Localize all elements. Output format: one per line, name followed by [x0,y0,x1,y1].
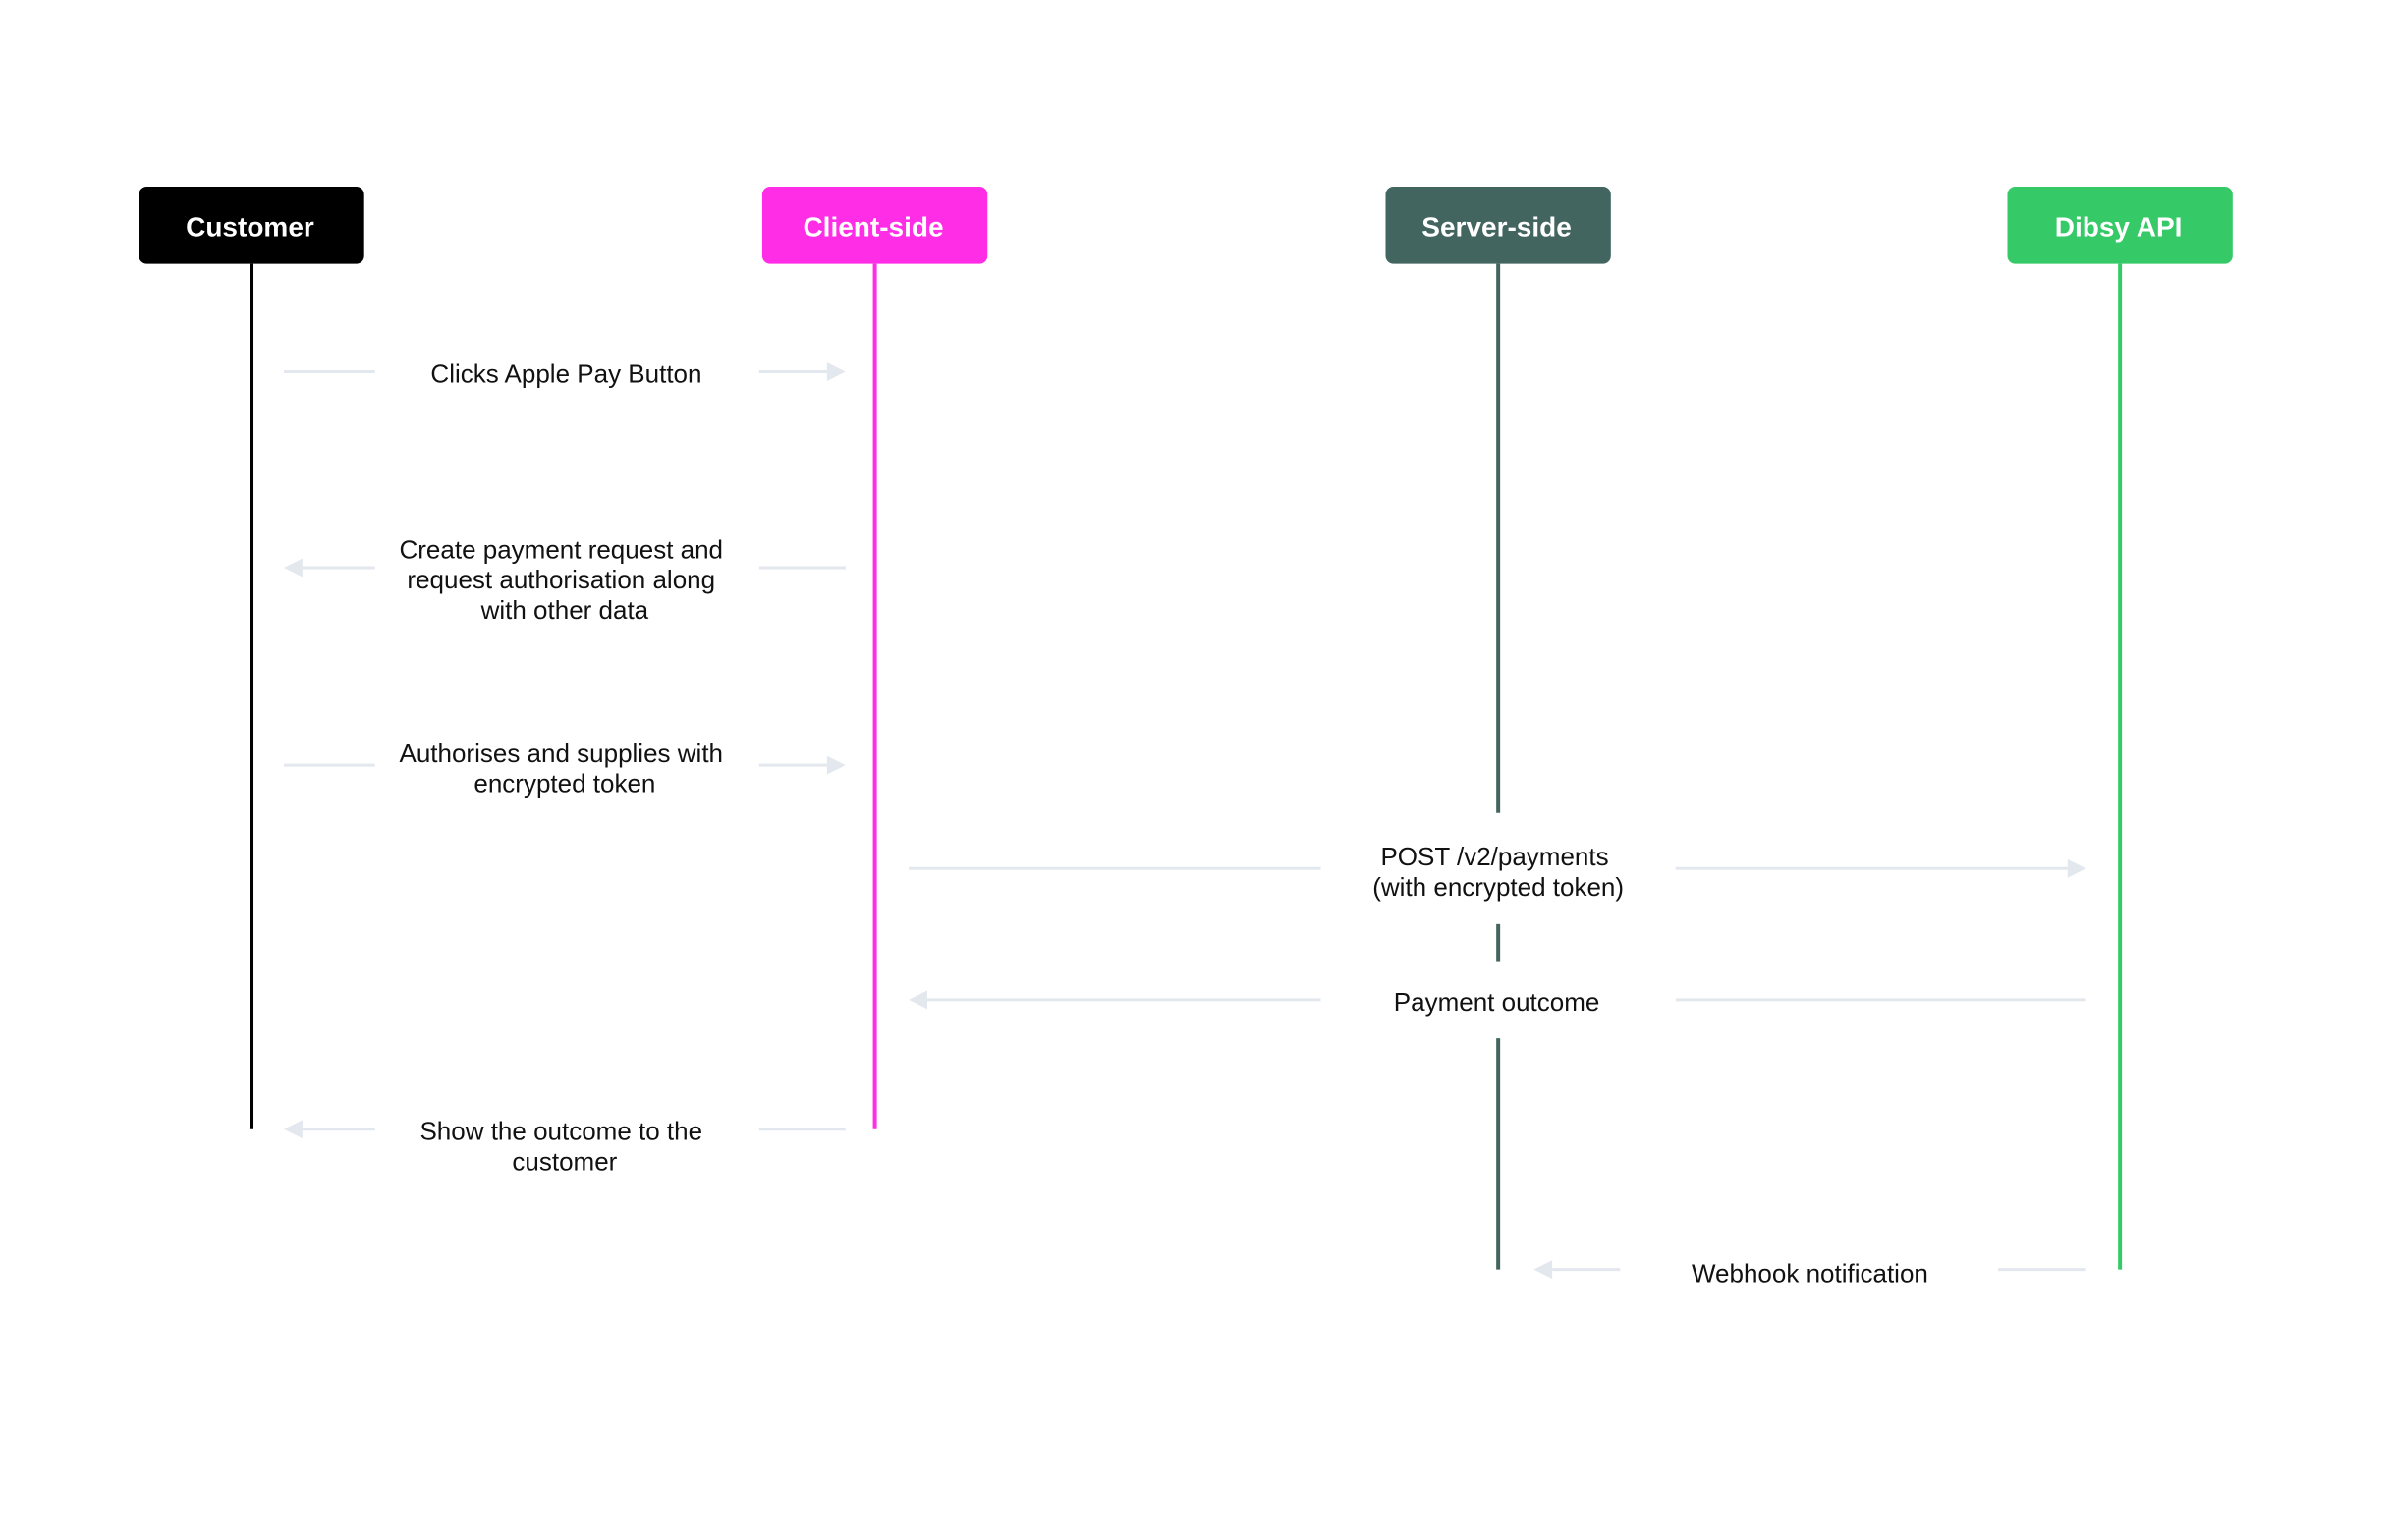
actor-box-server-side [1385,187,1611,264]
message-label: Webhook notification [1692,1258,1928,1288]
actor-box-customer [139,187,364,264]
message-label: Create payment request and request autho… [399,535,730,625]
message-create-payment-request: Create payment request and request autho… [284,535,846,625]
arrowhead-left-icon [909,990,927,1010]
message-label: Authorises and supplies with encrypted t… [399,739,730,798]
actor-label-customer: Customer [186,211,314,242]
message-label: Show the outcome to the customer [419,1117,709,1177]
message-webhook-notification: Webhook notification [1533,1258,2086,1288]
arrowhead-left-icon [1533,1260,1553,1280]
actor-label-dibsy-api: Dibsy API [2055,211,2183,242]
arrowhead-right-icon [2067,858,2086,878]
actor-label-client-side: Client-side [803,211,943,242]
message-label: POST /v2/payments (with encrypted token) [1372,842,1624,902]
actor-client-side: Client-side [761,187,988,264]
message-post-payments: POST /v2/payments (with encrypted token) [909,842,2086,902]
message-authorises-supplies-token: Authorises and supplies with encrypted t… [284,739,846,798]
message-show-outcome: Show the outcome to the customer [284,1117,846,1177]
arrowhead-right-icon [826,362,846,381]
actor-box-client-side [761,187,988,264]
message-label: Payment outcome [1394,987,1600,1017]
lifelines [250,263,2123,1270]
actor-server-side: Server-side [1385,187,1611,264]
arrowhead-left-icon [284,1120,303,1139]
arrowhead-right-icon [826,755,846,775]
message-label: Clicks Apple Pay Button [430,359,701,389]
message-clicks-apple-pay: Clicks Apple Pay Button [284,359,846,389]
actor-customer: Customer [139,187,364,264]
arrowhead-left-icon [284,558,303,578]
actor-label-server-side: Server-side [1421,211,1572,242]
actor-dibsy-api: Dibsy API [2007,187,2233,264]
message-payment-outcome: Payment outcome [909,987,2086,1017]
actor-box-dibsy-api [2007,187,2233,264]
